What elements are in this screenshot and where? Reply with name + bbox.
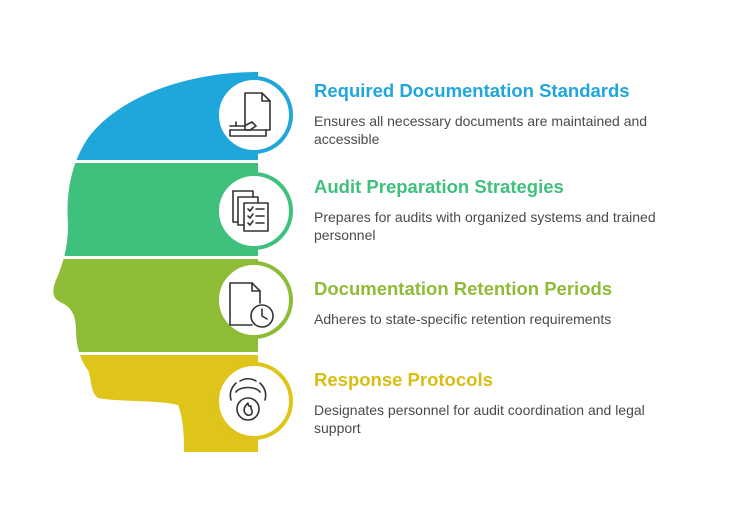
item-audit-preparation-strategies: Audit Preparation Strategies Prepares fo… (314, 176, 724, 244)
item-title: Required Documentation Standards (314, 80, 630, 101)
item-response-protocols: Response Protocols Designates personnel … (314, 369, 724, 437)
icon-circle-3 (215, 261, 293, 339)
document-clock-icon (229, 282, 274, 328)
icon-circle-2 (215, 172, 293, 250)
item-description: Designates personnel for audit coordinat… (314, 402, 645, 436)
alarm-fire-icon (229, 377, 267, 421)
checklist-documents-icon (232, 190, 269, 232)
item-documentation-retention-periods: Documentation Retention Periods Adheres … (314, 278, 724, 328)
item-title: Audit Preparation Strategies (314, 176, 564, 197)
item-title: Response Protocols (314, 369, 493, 390)
item-description: Prepares for audits with organized syste… (314, 209, 656, 243)
icon-circle-1 (215, 76, 293, 154)
item-title: Documentation Retention Periods (314, 278, 613, 299)
item-required-documentation-standards: Required Documentation Standards Ensures… (314, 80, 724, 148)
item-description: Adheres to state-specific retention requ… (314, 311, 612, 327)
icon-circle-4 (215, 362, 293, 440)
document-hand-icon (229, 92, 271, 137)
item-description: Ensures all necessary documents are main… (314, 113, 648, 147)
